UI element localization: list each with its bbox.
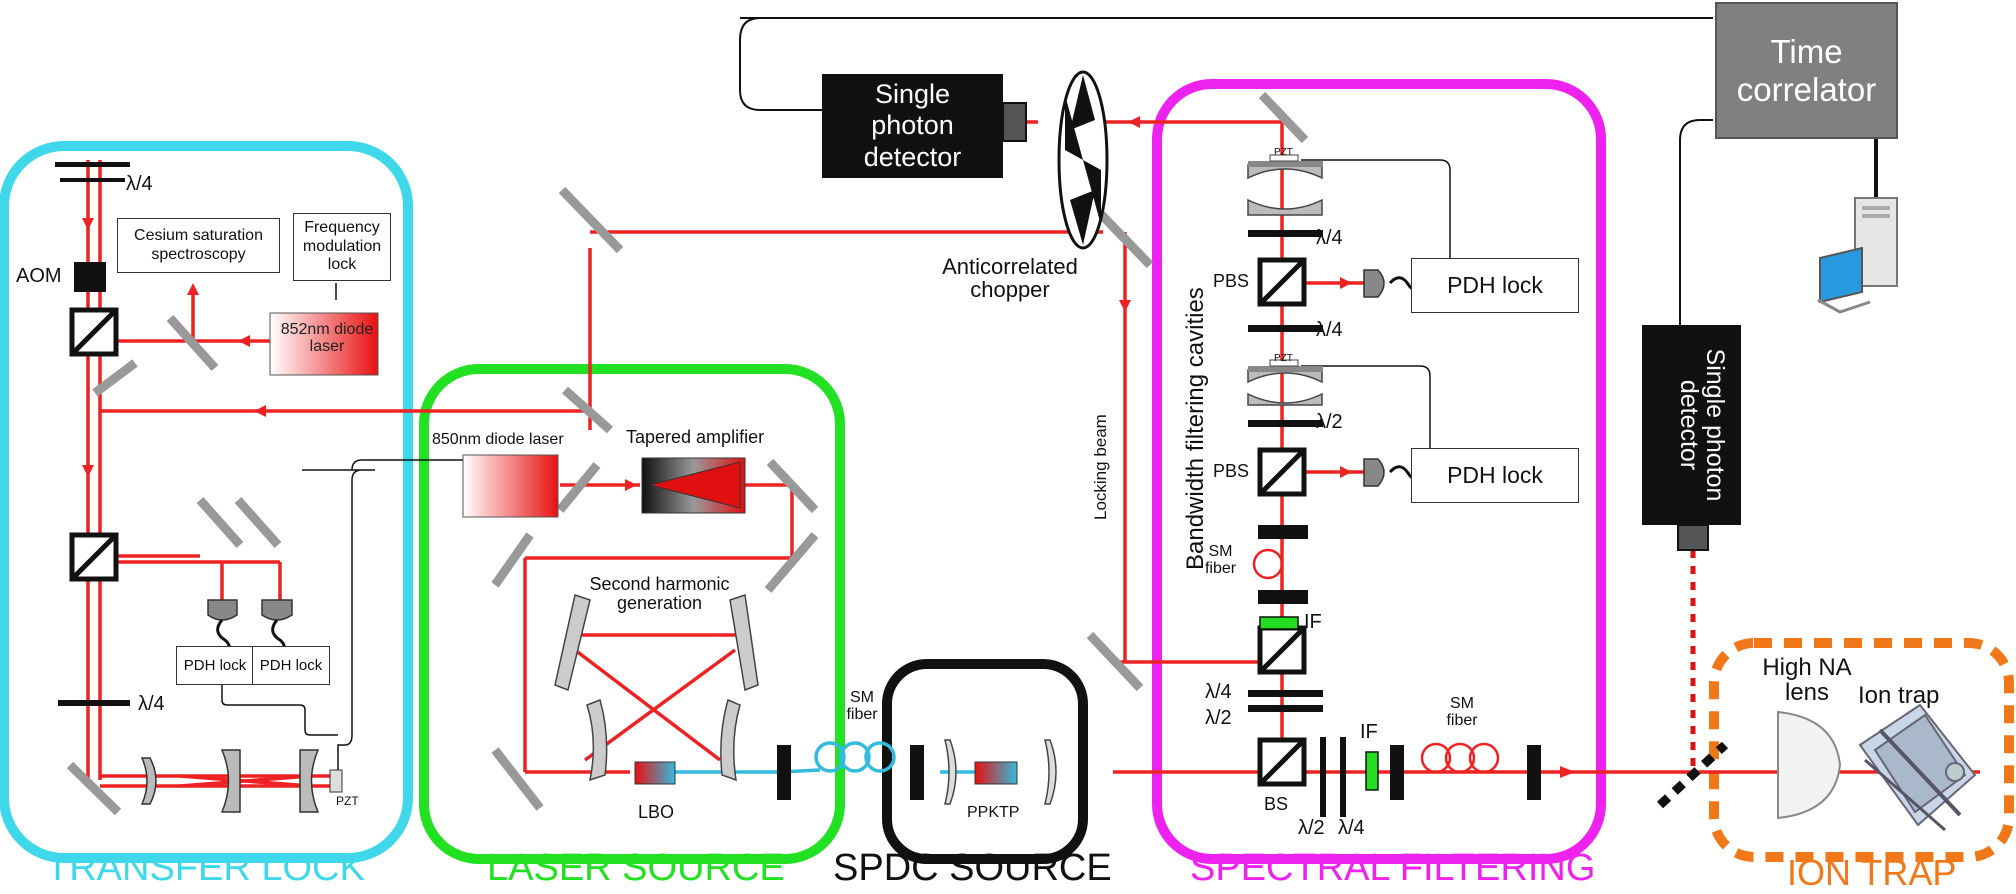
pdh-lock-transfer-2: PDH lock: [252, 646, 330, 685]
if-1-label: IF: [1304, 611, 1322, 633]
pdh-lock-transfer-1: PDH lock: [176, 646, 254, 685]
sm-fiber-spdc-label: SM fiber: [846, 689, 878, 723]
single-photon-detector-top: Single photon detector: [822, 74, 1003, 178]
ion-trap-device: [1858, 703, 1977, 832]
transfer-lock-frame: [0, 141, 413, 863]
spectral-filtering-title: SPECTRAL FILTERING: [1190, 847, 1596, 889]
high-na-lens: [1777, 710, 1842, 820]
lambda2-b-label: λ/2: [1205, 707, 1232, 729]
single-photon-detector-vertical: [1642, 325, 1741, 525]
sm-fiber-right-label: SM fiber: [1446, 695, 1478, 729]
ion-trap-frame: [1709, 638, 2014, 862]
diode852-body: [269, 312, 379, 376]
detector-vertical-label: Single photon detector: [1674, 348, 1729, 502]
pbs-2-label: PBS: [1213, 461, 1250, 481]
locking-beam-label: Locking beam: [1091, 414, 1110, 520]
transfer-lock-title: TRANSFER LOCK: [46, 847, 365, 889]
ion-trap-label: Ion trap: [1858, 682, 1940, 709]
sm-fiber-left-label: SM fiber: [1204, 543, 1237, 577]
shg-label: Second harmonic generation: [589, 574, 730, 613]
cable-pdh-transfer: [221, 685, 338, 736]
lambda4-a-label: λ/4: [1316, 227, 1343, 249]
tapered-amplifier-label: Tapered amplifier: [626, 427, 765, 447]
laser-source-frame: [419, 364, 845, 864]
if-filter-1: [1259, 616, 1299, 630]
cesium-spectroscopy-box: Cesium saturation spectroscopy: [117, 218, 280, 273]
ion-trap-title: ION TRAP: [1787, 852, 1957, 893]
cable-detector-correlator: [739, 17, 1713, 111]
chopper-label: Anticorrelated chopper: [942, 254, 1078, 303]
cable-pzt-transfer: [302, 469, 375, 770]
cable-correlator-detector: [1679, 119, 1713, 325]
pdh-lock-spectral-2: PDH lock: [1411, 448, 1579, 503]
spdc-source-frame: [882, 659, 1088, 864]
pdh-lock-spectral-1: PDH lock: [1411, 258, 1579, 313]
spdc-source-title: SPDC SOURCE: [833, 847, 1112, 889]
pzt-1-label: PZT: [1274, 147, 1293, 158]
cable-pdh2: [1301, 365, 1431, 450]
lambda4-c-label: λ/4: [1205, 681, 1232, 703]
aom-label: AOM: [16, 265, 62, 287]
lambda2-a-label: λ/2: [1316, 411, 1343, 433]
diode850-body: [462, 454, 559, 518]
laser-source-title: LASER SOURCE: [487, 847, 785, 889]
pbs-1-label: PBS: [1213, 271, 1250, 291]
if-2-label: IF: [1360, 721, 1378, 743]
spectral-filtering-frame: [1152, 79, 1606, 864]
dichroic-mirror: [1656, 741, 1729, 809]
cable-transfer-laser: [351, 459, 463, 471]
cable-pdh1: [1301, 159, 1451, 260]
if-filter-2: [1365, 751, 1379, 791]
cavities-label: Bandwidth filtering cavities: [1182, 287, 1209, 570]
time-correlator-box: Time correlator: [1715, 2, 1898, 139]
lambda4-bottom-label: λ/4: [138, 693, 165, 715]
computer-icon: [1817, 197, 1898, 314]
fm-lock-box: Frequency modulation lock: [293, 213, 391, 281]
bs-label: BS: [1264, 794, 1289, 814]
aom-block: [74, 262, 106, 292]
pzt-2-label: PZT: [1274, 353, 1293, 364]
chopper-wheel: [1057, 70, 1109, 250]
lbo-crystal: [634, 761, 676, 785]
diode852-label: 852nm diode laser: [280, 321, 374, 355]
lambda4-b-label: λ/4: [1316, 319, 1343, 341]
ppktp-crystal: [974, 761, 1018, 785]
lbo-label: LBO: [638, 802, 675, 822]
pzt-transfer-label: PZT: [336, 794, 359, 808]
ppktp-label: PPKTP: [967, 804, 1020, 821]
lambda4-d-label: λ/4: [1338, 817, 1365, 839]
lambda4-top-label: λ/4: [126, 173, 153, 195]
high-na-lens-label: High NA lens: [1762, 654, 1852, 707]
diode850-label: 850nm diode laser: [432, 431, 564, 448]
lambda2-c-label: λ/2: [1298, 817, 1325, 839]
